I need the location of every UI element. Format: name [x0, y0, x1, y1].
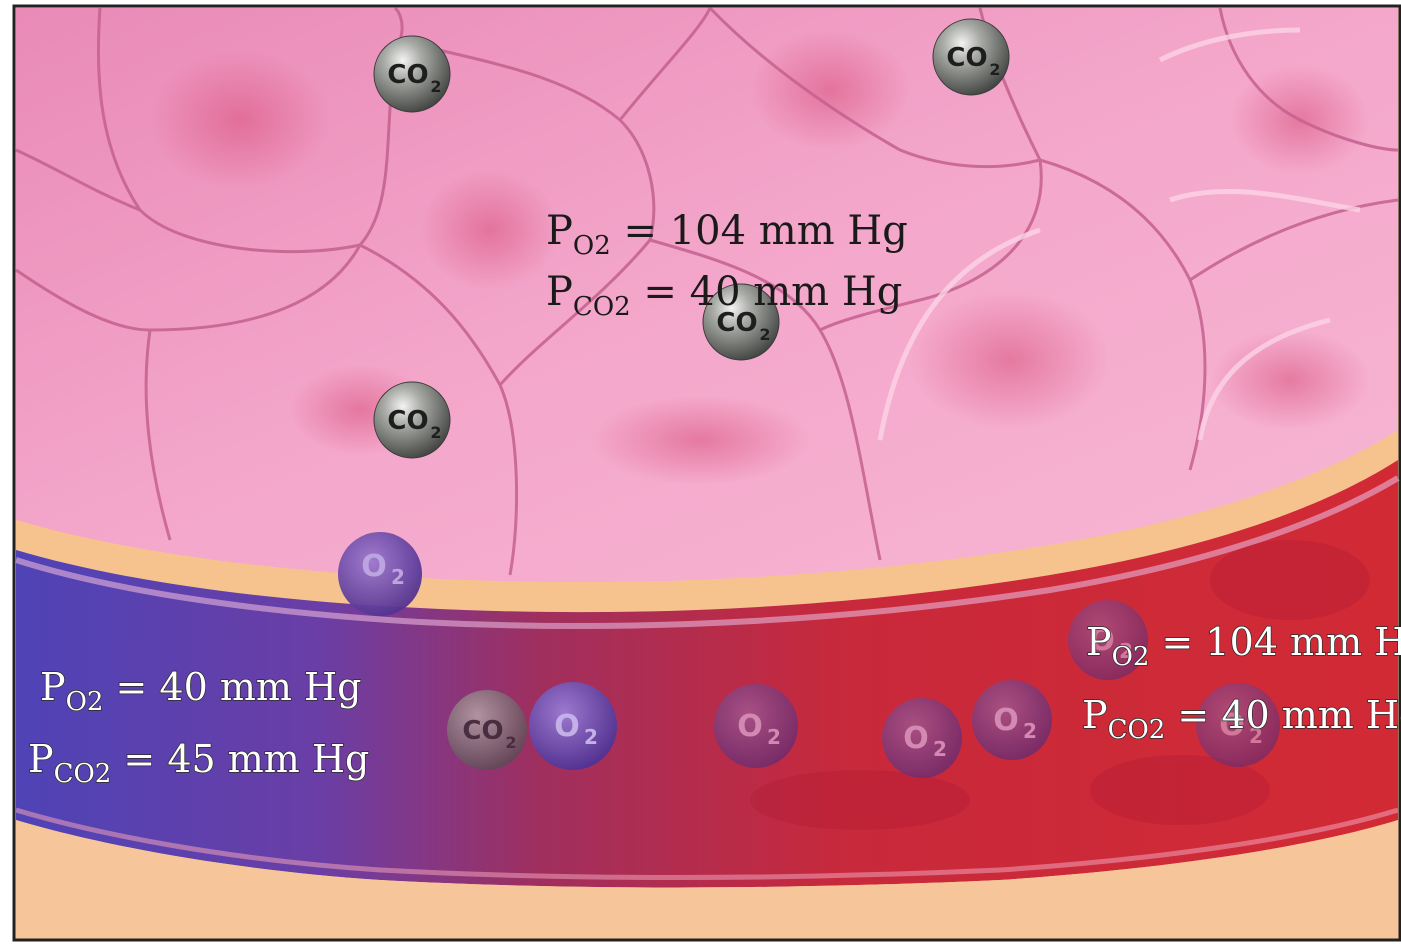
o2-molecule: O 2 [882, 698, 962, 778]
svg-text:O: O [361, 549, 387, 584]
svg-text:2: 2 [1023, 719, 1037, 743]
o2-molecule: O 2 [714, 684, 798, 768]
svg-text:CO: CO [462, 716, 503, 746]
co2-molecule: CO 2 [447, 690, 527, 770]
o2-molecule: O 2 [972, 680, 1052, 760]
svg-text:2: 2 [767, 725, 781, 749]
o2-molecule: O 2 [529, 682, 617, 770]
svg-text:2: 2 [584, 725, 598, 749]
svg-text:O: O [554, 709, 580, 744]
svg-text:O: O [993, 703, 1019, 738]
co2-molecule: CO 2 [374, 382, 450, 458]
svg-text:2: 2 [933, 737, 947, 761]
svg-text:O: O [903, 721, 929, 756]
svg-text:CO: CO [946, 43, 987, 73]
svg-text:2: 2 [989, 60, 1000, 79]
svg-text:2: 2 [430, 77, 441, 96]
svg-text:2: 2 [505, 733, 516, 752]
svg-text:CO: CO [387, 60, 428, 90]
svg-text:O: O [737, 709, 763, 744]
co2-molecule: CO 2 [374, 36, 450, 112]
svg-text:2: 2 [391, 565, 405, 589]
svg-text:2: 2 [430, 423, 441, 442]
svg-text:CO: CO [387, 406, 428, 436]
svg-text:2: 2 [759, 325, 770, 344]
co2-molecule: CO 2 [933, 19, 1009, 95]
o2-molecule: O 2 [338, 532, 422, 616]
